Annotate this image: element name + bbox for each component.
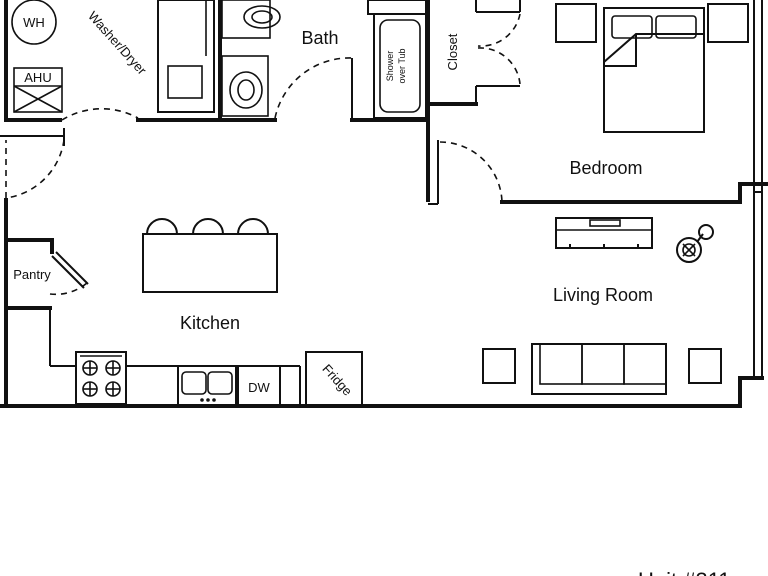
over-tub-label: over Tub	[397, 48, 407, 83]
closet-door-swing-upper	[477, 13, 521, 47]
bedroom-door-swing	[439, 141, 503, 203]
faucet-knob-1	[200, 398, 204, 402]
dishwasher-label: DW	[248, 380, 270, 395]
toilet-bowl-inner	[251, 10, 273, 24]
bar-stool-2	[192, 218, 224, 235]
bathtub-basin	[379, 19, 421, 113]
bar-stool-3	[237, 218, 269, 235]
pantry-door-leaf	[55, 251, 89, 285]
water-heater-label: WH	[23, 15, 45, 30]
sofa-cushion-2	[581, 343, 625, 385]
bed-blanket-fold	[603, 33, 704, 67]
kitchen-sink-cabinet	[177, 365, 237, 407]
water-heater-icon	[11, 0, 57, 45]
fridge	[305, 351, 363, 407]
room-label-bath: Bath	[301, 28, 338, 48]
shower-label: Shower	[385, 51, 395, 82]
bedroom-room: Bedroom	[555, 3, 749, 178]
pantry-door-swing	[49, 281, 89, 296]
bar-stool-1	[146, 218, 178, 235]
toilet-tank	[221, 0, 271, 39]
faucet-knob-2	[206, 398, 210, 402]
sink-icon	[229, 71, 263, 109]
nightstand-right	[707, 3, 749, 43]
bed	[603, 7, 705, 133]
washer-dryer-label: Washer/Dryer	[85, 8, 150, 78]
utility-room: WH AHU Washer/Dryer	[11, 0, 215, 113]
faucet-knob-3	[212, 398, 216, 402]
kitchen-sink-left-basin	[181, 371, 207, 395]
sofa-cushion-3	[623, 343, 667, 385]
tv-icon	[589, 219, 621, 227]
kitchen-sink-right-basin	[207, 371, 233, 395]
fridge-label: Fridge	[319, 361, 355, 398]
bath-room: Bath Shower over Tub	[221, 0, 427, 119]
floor-lamp-icon	[676, 224, 714, 263]
toilet-bowl-icon	[243, 5, 281, 29]
utility-door-swing	[61, 108, 139, 121]
kitchen-island	[142, 233, 278, 293]
room-label-closet: Closet	[445, 33, 460, 70]
ahu-unit	[13, 67, 63, 113]
burner-icon	[82, 360, 121, 397]
side-table-right	[688, 348, 722, 384]
entry-door-swing	[5, 139, 65, 199]
room-label-pantry: Pantry	[13, 267, 51, 282]
sofa	[531, 343, 667, 395]
sink-basin-inner	[237, 79, 255, 101]
dryer-door-icon	[167, 65, 203, 99]
room-label-living-room: Living Room	[553, 285, 653, 305]
vanity-counter	[221, 55, 269, 117]
washer-dryer-unit	[157, 0, 215, 113]
sofa-cushion-1	[539, 343, 583, 385]
dishwasher	[237, 365, 281, 407]
bath-door-swing	[274, 57, 353, 119]
ahu-cross-2	[13, 85, 63, 113]
living-room: Living Room	[482, 217, 722, 395]
pillow-right	[655, 15, 697, 39]
room-label-bedroom: Bedroom	[569, 158, 642, 178]
walls	[0, 0, 768, 408]
bath-shelf	[367, 0, 427, 15]
nightstand-left	[555, 3, 597, 43]
kitchen-room: Kitchen DW Fridge	[75, 218, 363, 407]
tv-console	[555, 217, 653, 249]
bathtub	[373, 13, 427, 119]
unit-label: Unit #311	[638, 568, 731, 576]
side-table-left	[482, 348, 516, 384]
closet-door-swing-lower	[477, 47, 521, 85]
doors	[5, 13, 521, 296]
room-label-kitchen: Kitchen	[180, 313, 240, 333]
ahu-label: AHU	[24, 70, 51, 85]
pantry-door-leaf-2	[51, 255, 85, 289]
range	[75, 351, 127, 405]
